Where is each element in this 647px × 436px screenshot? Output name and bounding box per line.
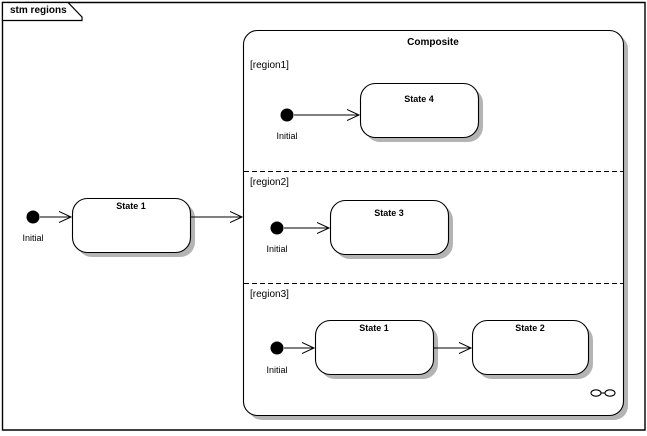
region1-initial-label: Initial xyxy=(276,131,298,141)
region2-state3-title: State 3 xyxy=(374,208,404,218)
outer-state1-title: State 1 xyxy=(116,201,146,211)
region1-state4-shape[interactable] xyxy=(359,82,484,143)
region3-state2-title: State 2 xyxy=(515,323,545,333)
region3-initial-label: Initial xyxy=(266,365,288,375)
region-label-region3: [region3] xyxy=(250,289,289,300)
region3-state2-shape[interactable] xyxy=(471,319,594,380)
outer-initial-pseudostate[interactable] xyxy=(26,210,40,224)
region3-initial-pseudostate[interactable] xyxy=(270,341,284,355)
hidden-decomposition-icon xyxy=(590,389,616,397)
outer-state1-shape[interactable] xyxy=(71,197,196,258)
composite-state-title: Composite xyxy=(407,37,459,48)
region-label-region2: [region2] xyxy=(250,177,289,188)
frame-title: stm regions xyxy=(10,5,67,16)
region2-initial-pseudostate[interactable] xyxy=(270,221,284,235)
region2-state3-shape[interactable] xyxy=(329,199,454,260)
region2-initial-label: Initial xyxy=(266,244,288,254)
region1-initial-pseudostate[interactable] xyxy=(280,108,294,122)
region-label-region1: [region1] xyxy=(250,60,289,71)
region-separators xyxy=(244,170,623,285)
region1-state4-title: State 4 xyxy=(404,94,434,104)
outer-initial-label: Initial xyxy=(22,233,44,243)
region3-state1-shape[interactable] xyxy=(314,319,439,380)
region3-state1-title: State 1 xyxy=(359,323,389,333)
